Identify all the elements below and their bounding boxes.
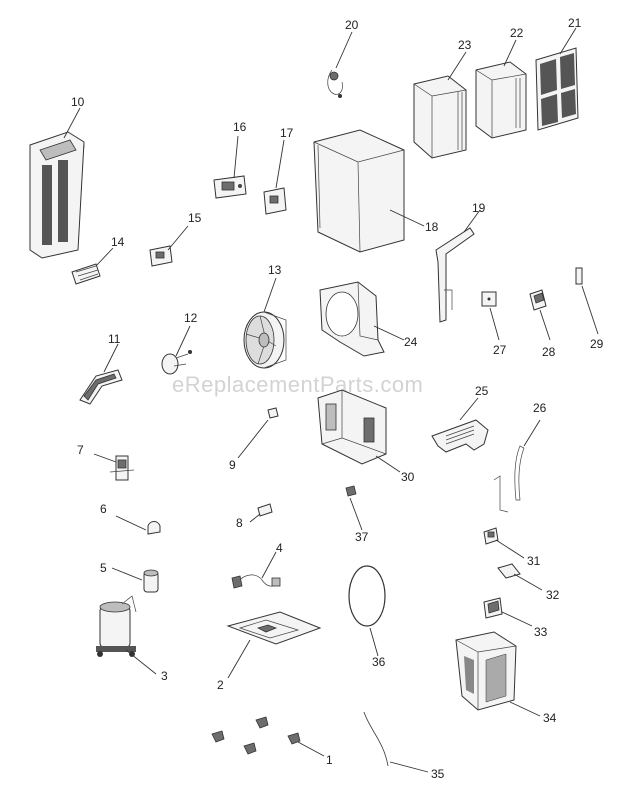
part-1-feet[interactable]: [211, 716, 301, 755]
part-22-evaporator[interactable]: [475, 61, 527, 139]
part-29-fuse[interactable]: [575, 267, 583, 285]
callout-10: 10: [71, 95, 85, 109]
callout-37: 37: [355, 530, 369, 544]
part-16-display-board[interactable]: [213, 175, 247, 199]
callout-18: 18: [425, 220, 439, 234]
callout-13: 13: [268, 263, 282, 277]
callout-30: 30: [401, 470, 415, 484]
part-28-switch[interactable]: [529, 289, 547, 311]
part-17-receiver-board[interactable]: [263, 187, 287, 215]
part-15-switch-board[interactable]: [149, 245, 173, 267]
part-30-base-frame[interactable]: [317, 389, 387, 465]
callout-17: 17: [280, 126, 294, 140]
part-37-clip[interactable]: [345, 485, 357, 497]
part-14-control-board[interactable]: [71, 263, 101, 285]
callout-26: 26: [533, 401, 547, 415]
callout-24: 24: [404, 335, 418, 349]
callout-5: 5: [100, 561, 107, 575]
part-11-air-duct[interactable]: [79, 369, 123, 405]
part-26-drain-pipe[interactable]: [493, 445, 525, 513]
callout-11: 11: [108, 332, 121, 346]
part-35-drain-hose[interactable]: [363, 711, 389, 767]
callout-34: 34: [543, 711, 557, 725]
part-18-cabinet[interactable]: [313, 129, 405, 253]
watermark-text: eReplacementParts.com: [172, 372, 423, 397]
part-12-fan-motor[interactable]: [161, 350, 192, 375]
callout-9: 9: [229, 458, 236, 472]
part-9-connector[interactable]: [267, 407, 279, 419]
callout-15: 15: [188, 211, 202, 225]
part-5-capacitor[interactable]: [143, 569, 159, 593]
callout-1: 1: [326, 753, 333, 767]
part-31-relay[interactable]: [483, 527, 499, 545]
callout-33: 33: [534, 625, 548, 639]
callout-6: 6: [100, 502, 107, 516]
callout-8: 8: [236, 516, 243, 530]
part-19-refrigerant-pipe[interactable]: [435, 227, 475, 323]
callout-2: 2: [217, 678, 224, 692]
part-34-water-tank[interactable]: [455, 631, 517, 711]
part-4-power-cord[interactable]: [231, 574, 281, 589]
part-23-condenser[interactable]: [413, 75, 467, 159]
part-2-base-pan[interactable]: [226, 611, 322, 645]
callout-29: 29: [590, 337, 604, 351]
callout-25: 25: [475, 384, 489, 398]
part-10-front-panel[interactable]: [29, 131, 85, 259]
callout-32: 32: [546, 588, 560, 602]
part-21-air-filter[interactable]: [535, 47, 579, 131]
part-6-clip[interactable]: [147, 521, 161, 535]
part-27-pad[interactable]: [481, 291, 497, 307]
callout-3: 3: [161, 669, 168, 683]
callout-27: 27: [493, 343, 507, 357]
callout-35: 35: [431, 767, 445, 781]
callout-21: 21: [568, 16, 582, 30]
part-8-screw[interactable]: [257, 503, 273, 517]
callout-12: 12: [184, 311, 198, 325]
callout-20: 20: [345, 18, 359, 32]
callout-31: 31: [527, 554, 541, 568]
callout-36: 36: [372, 655, 386, 669]
part-25-bracket[interactable]: [431, 419, 489, 453]
callout-19: 19: [472, 201, 486, 215]
part-13-fan-blade[interactable]: [243, 311, 287, 369]
part-36-gasket-ring[interactable]: [348, 565, 386, 627]
callout-4: 4: [276, 541, 283, 555]
part-7-bracket[interactable]: [109, 455, 135, 481]
callout-14: 14: [111, 235, 125, 249]
callout-23: 23: [458, 38, 472, 52]
callout-7: 7: [77, 443, 84, 457]
callout-16: 16: [233, 120, 247, 134]
part-3-compressor[interactable]: [96, 595, 137, 657]
callout-22: 22: [510, 26, 524, 40]
part-33-float-switch[interactable]: [483, 597, 503, 619]
callout-28: 28: [542, 345, 556, 359]
part-24-fan-shroud[interactable]: [319, 281, 385, 357]
part-20-temperature-sensor[interactable]: [327, 69, 343, 98]
